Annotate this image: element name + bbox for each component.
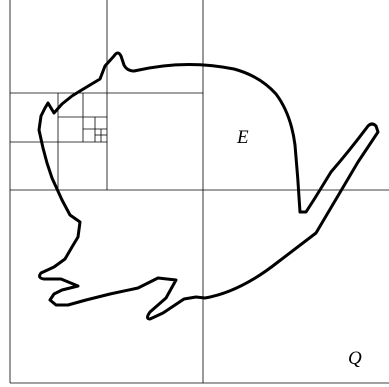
set-e-label: E <box>236 127 249 148</box>
set-e-boundary <box>37 51 380 321</box>
dyadic-grid <box>9 0 389 384</box>
square-q-label: Q <box>348 348 362 369</box>
